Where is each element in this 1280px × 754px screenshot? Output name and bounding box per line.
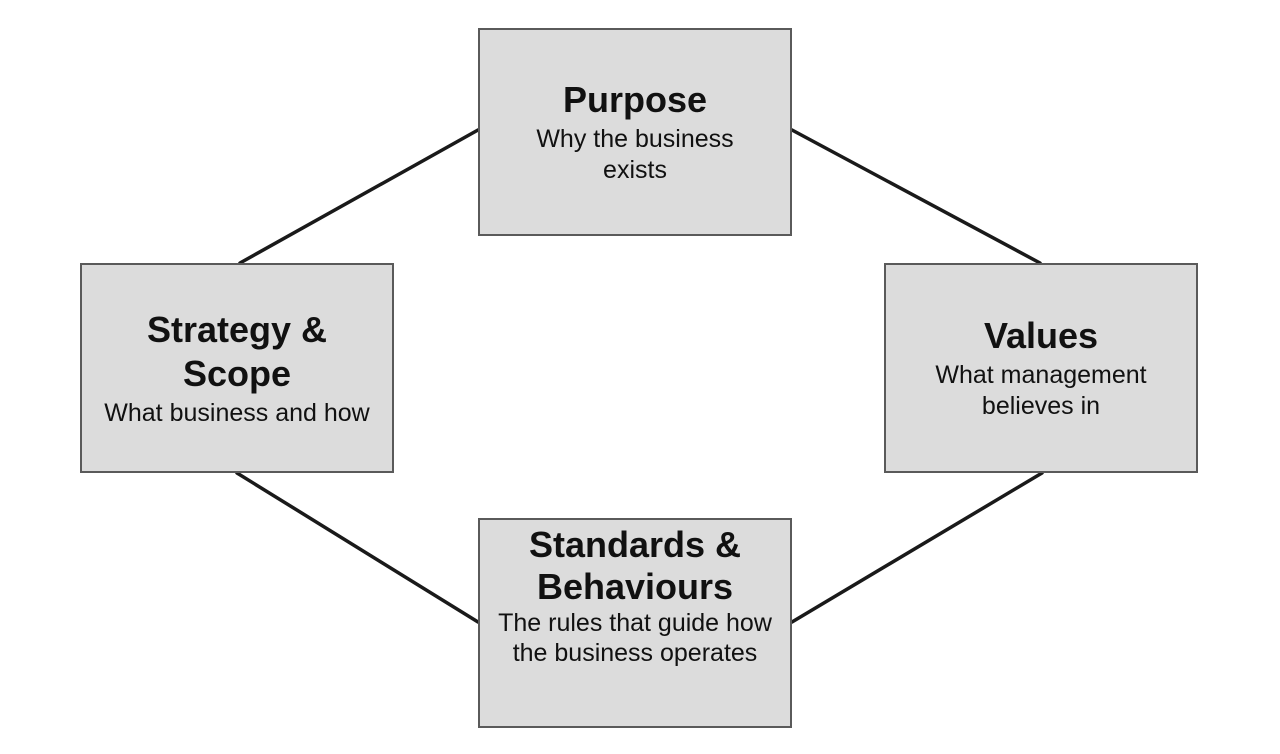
- connector-values-standards: [790, 471, 1044, 624]
- values-title: Values: [983, 315, 1099, 356]
- connector-strategy-purpose: [238, 128, 480, 265]
- strategy-scope-box: Strategy & Scope What business and how: [80, 263, 394, 473]
- values-description: What management believes in: [935, 361, 1147, 420]
- values-box: Values What management believes in: [884, 263, 1198, 473]
- purpose-box: Purpose Why the business exists: [478, 28, 792, 236]
- strategy-scope-title: Strategy & Scope: [146, 308, 328, 394]
- connector-standards-strategy: [235, 471, 480, 624]
- standards-behaviours-box: Standards & Behaviours The rules that gu…: [478, 518, 792, 728]
- purpose-title: Purpose: [562, 79, 708, 120]
- purpose-description: Why the business exists: [536, 125, 734, 184]
- standards-behaviours-description: The rules that guide how the business op…: [498, 609, 772, 667]
- connector-purpose-values: [790, 128, 1042, 265]
- strategy-scope-description: What business and how: [104, 398, 370, 427]
- standards-behaviours-title: Standards & Behaviours: [528, 524, 742, 607]
